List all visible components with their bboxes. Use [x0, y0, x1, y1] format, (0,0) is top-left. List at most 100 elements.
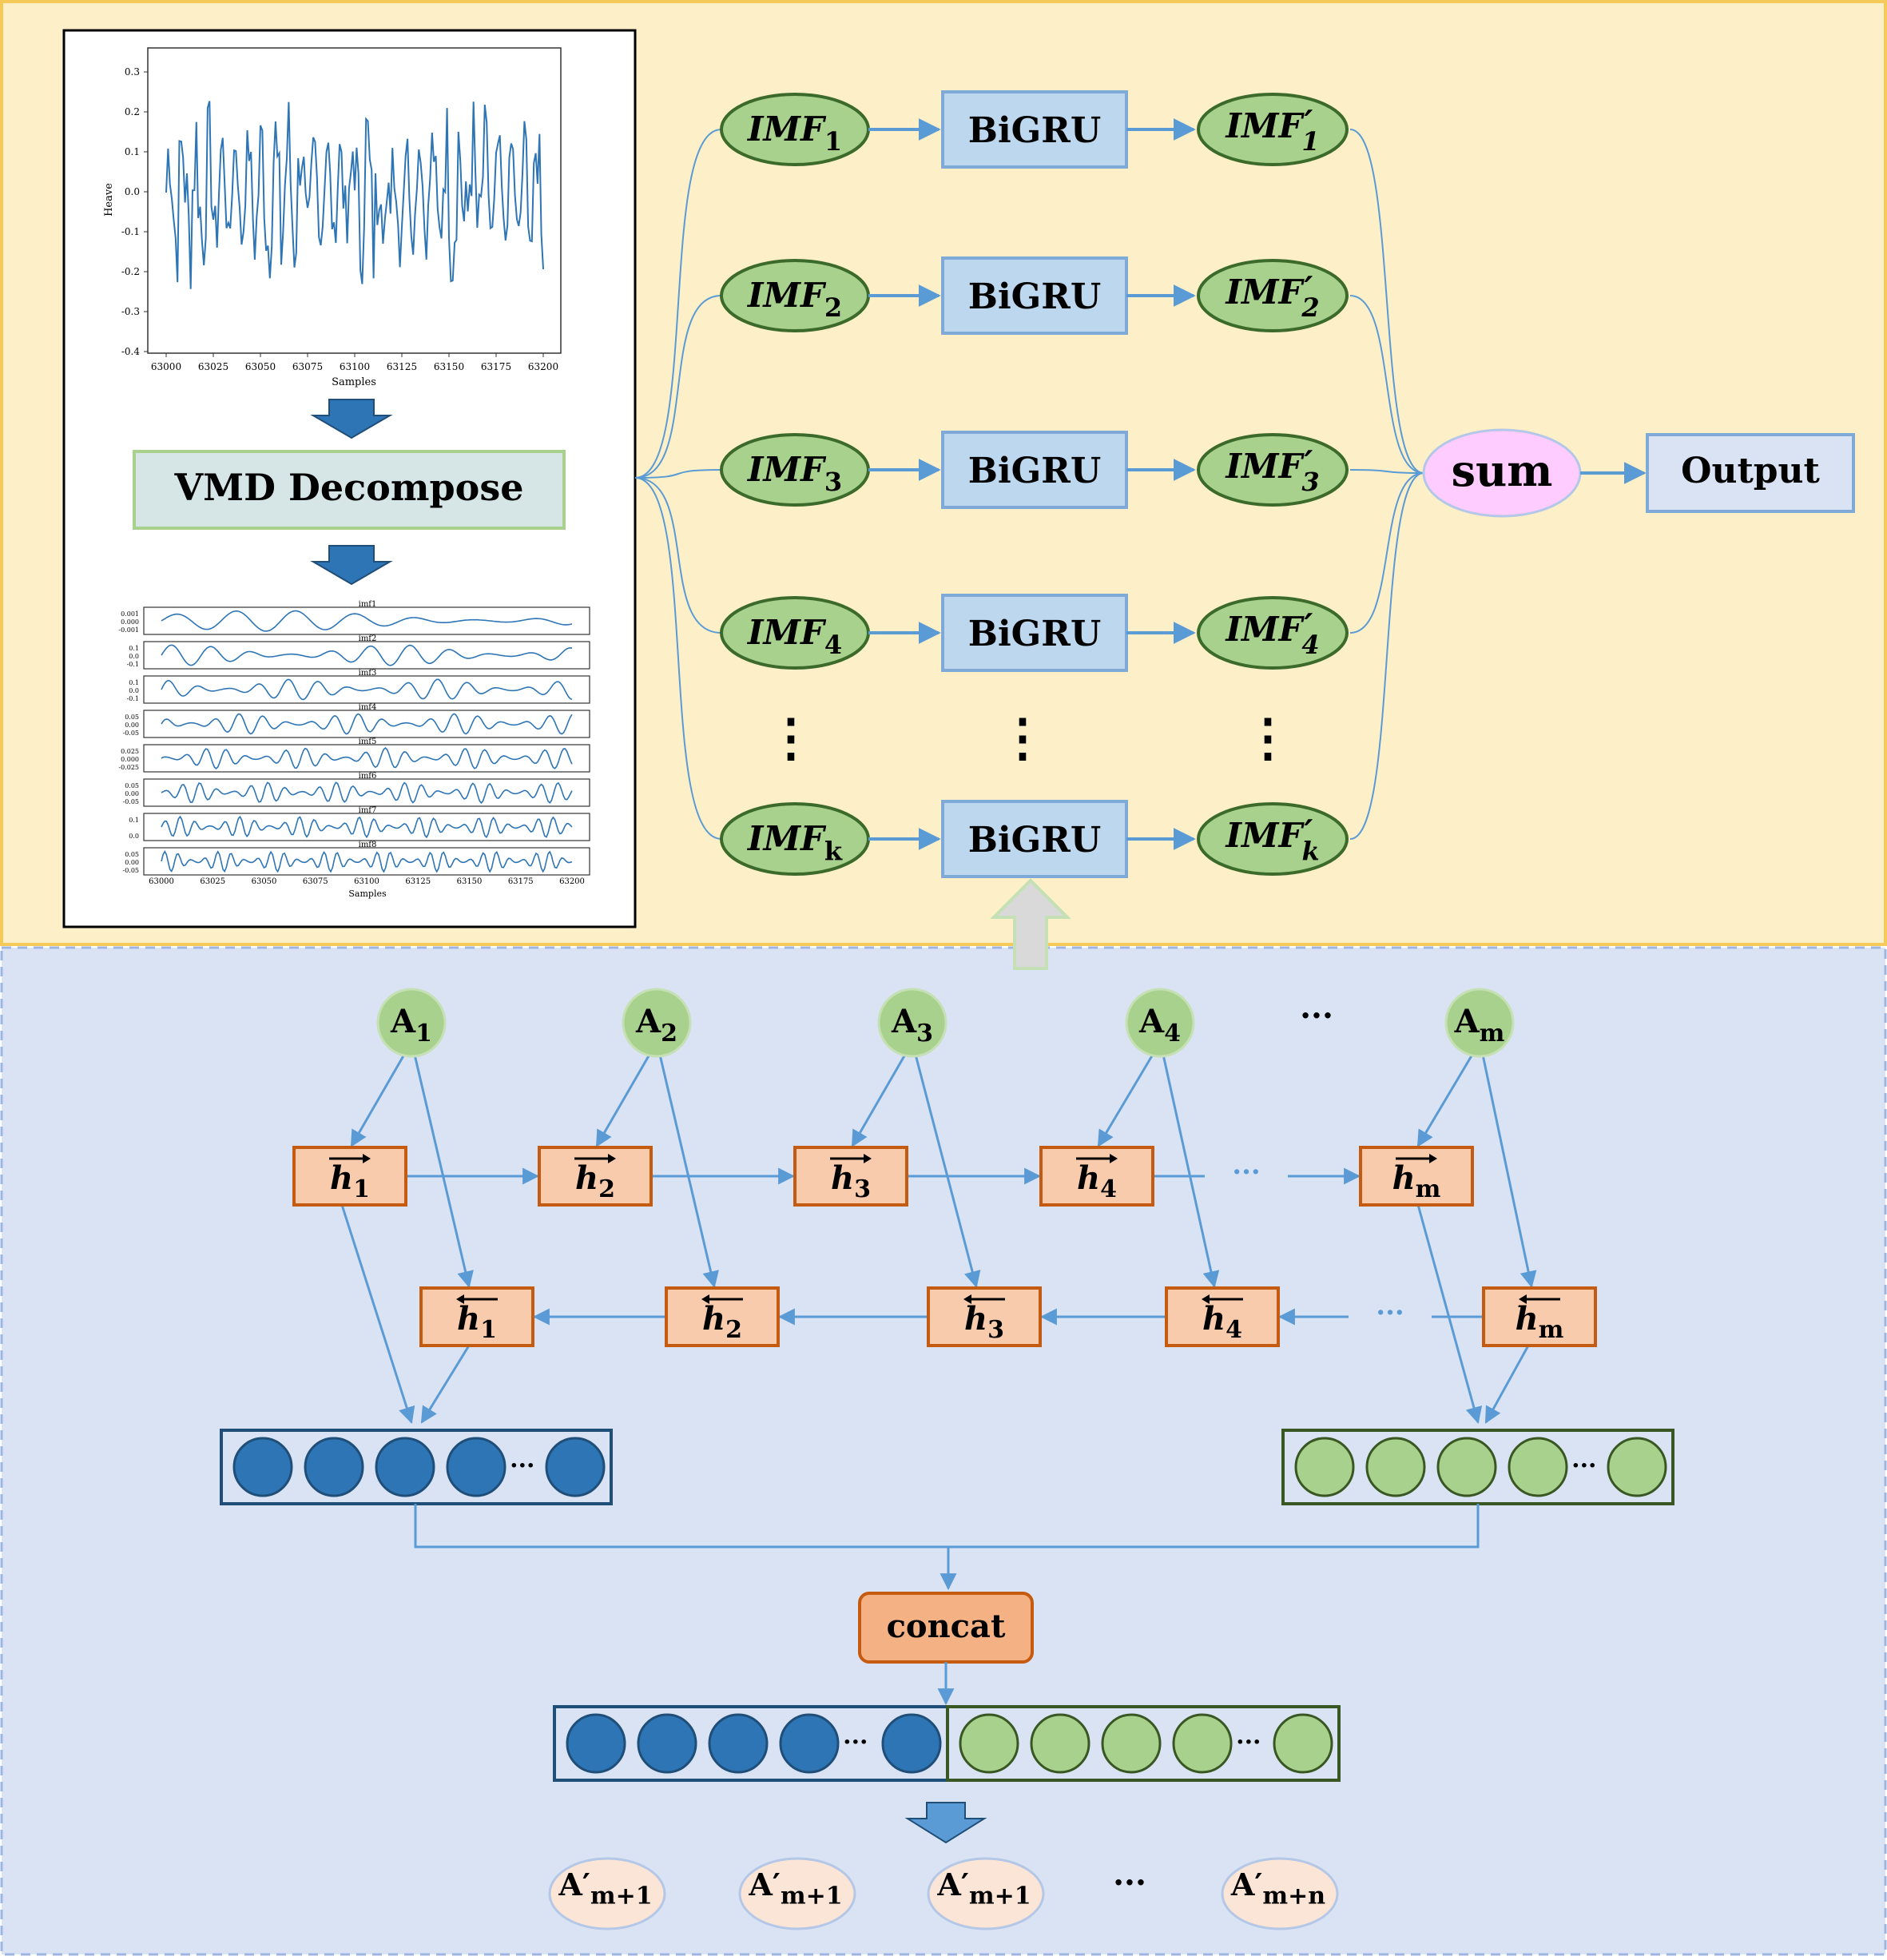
imf-y-tick-label: 0.1: [129, 645, 139, 652]
forward-state-box: [538, 1146, 653, 1207]
imf-x-tick-label: 63050: [252, 877, 277, 886]
right-arrow-icon: [864, 1154, 872, 1163]
vertical-ellipsis: ⋮: [997, 708, 1048, 768]
imf-prime-node: [1197, 596, 1349, 670]
signal-x-tick-label: 63200: [528, 361, 558, 372]
imf-label: IMF4: [747, 613, 842, 660]
right-arrow-icon: [363, 1154, 371, 1163]
forward-state-box: [1039, 1146, 1154, 1207]
signal-plot-area: [147, 47, 562, 354]
output-label-sub: m+1: [781, 1882, 843, 1910]
input-to-backward-arrow: [1481, 1054, 1537, 1289]
down-arrow-icon: [310, 399, 393, 439]
signal-x-tick-label: 63100: [340, 361, 370, 372]
signal-x-tick-label: 63175: [481, 361, 511, 372]
concat-backward-vector-frame: [946, 1705, 1341, 1782]
input-label-sub: 1: [415, 1020, 432, 1048]
imf-x-tick-label: 63125: [405, 877, 431, 886]
output-ellipsis: ···: [1113, 1864, 1146, 1902]
left-arrow-icon: [456, 1294, 464, 1304]
imf-y-tick-label: 0.05: [125, 714, 139, 721]
fan-in-line: [1349, 295, 1424, 474]
backward-state-label: h1: [457, 1300, 497, 1344]
input-to-backward-arrow: [413, 1054, 474, 1289]
imf-x-tick-label: 63100: [354, 877, 379, 886]
backward-vector-ellipsis: ···: [1571, 1452, 1596, 1480]
input-node: [877, 988, 947, 1058]
bigru-label: BiGRU: [968, 614, 1101, 654]
imf-label-sub: k: [824, 836, 843, 866]
input-node: [376, 988, 447, 1058]
imf-label: IMF2: [747, 276, 842, 323]
up-arrow-icon: [990, 878, 1071, 970]
imf-y-tick-label: 0.00: [125, 859, 139, 866]
bigru-box: [941, 90, 1128, 169]
backward-to-vector-arrow: [1484, 1345, 1530, 1424]
output-label: A′m+1: [748, 1867, 842, 1910]
imf-label-base: IMF: [747, 819, 827, 858]
forward-vector-ellipsis: ···: [510, 1452, 534, 1480]
imf-subplot-frame: [143, 606, 590, 635]
backward-state-sub: 2: [725, 1316, 742, 1344]
forward-state-label: h4: [1077, 1159, 1117, 1203]
imf-label-base: IMF: [747, 613, 827, 652]
imf-subplot-title: imf1: [359, 600, 377, 609]
signal-x-tick-label: 63150: [434, 361, 464, 372]
output-node: [927, 1857, 1045, 1930]
imf-prime-label: IMF′4: [1225, 606, 1319, 660]
imf-prime-sub: 2: [1301, 292, 1319, 323]
backward-vector-node: [1607, 1437, 1667, 1497]
fan-in-line: [1349, 129, 1424, 474]
imf-subplot-title: imf8: [359, 841, 377, 849]
signal-y-tick-label: 0.3: [125, 66, 140, 78]
input-label-base: A: [390, 1003, 416, 1040]
imf-prime-node: [1197, 259, 1349, 332]
left-arrow-icon: [963, 1294, 971, 1304]
forward-state-sub: 2: [598, 1175, 615, 1203]
output-label: A′m+1: [936, 1867, 1031, 1910]
backward-state-label: h2: [702, 1300, 742, 1344]
forward-state-label: hm: [1392, 1159, 1441, 1203]
imf-y-tick-label: 0.0: [129, 653, 139, 660]
imf-subplot-frame: [143, 710, 590, 738]
vmd-decompose-box: [133, 450, 566, 530]
input-node: [1125, 988, 1195, 1058]
imf-chart: imf10.0010.000-0.001imf20.10.0-0.1imf30.…: [118, 600, 590, 876]
forward-state-label: h2: [575, 1159, 615, 1203]
fan-in-line: [1349, 472, 1424, 634]
forward-state-sub: m: [1416, 1175, 1441, 1203]
imf-prime-base: IMF: [1225, 106, 1305, 145]
forward-state-box: [1359, 1146, 1474, 1207]
imf-y-tick-label: -0.025: [118, 764, 139, 771]
imf-subplot-title: imf7: [359, 806, 377, 815]
merge-line: [414, 1504, 1480, 1549]
input-node: [1444, 988, 1515, 1058]
forward-state-sub: 3: [854, 1175, 871, 1203]
imf-line: [161, 850, 573, 873]
imf-x-tick-label: 63075: [303, 877, 328, 886]
forward-state-base: h: [1077, 1159, 1100, 1197]
forward-vector-node: [304, 1437, 364, 1497]
backward-state-sub: 1: [480, 1316, 497, 1344]
backward-to-vector-arrow: [420, 1345, 471, 1424]
imf-y-tick-label: -0.1: [127, 695, 139, 702]
backward-state-base: h: [702, 1300, 725, 1338]
backward-state-box: [1482, 1286, 1597, 1347]
input-label-sub: m: [1480, 1020, 1505, 1048]
imf-x-label: Samples: [348, 889, 387, 899]
signal-x-tick-label: 63025: [198, 361, 228, 372]
input-label: A3: [891, 1003, 933, 1048]
imf-prime-base: IMF: [1225, 816, 1305, 855]
input-to-forward-arrow: [851, 1052, 908, 1147]
imf-x-tick-label: 63200: [559, 877, 585, 886]
concat-forward-vector-node: [779, 1713, 840, 1774]
imf-line: [161, 781, 573, 805]
imf-line: [161, 815, 573, 839]
forward-vector-node: [545, 1437, 606, 1497]
signal-y-tick-label: 0.0: [125, 186, 140, 197]
vertical-ellipsis: ⋮: [765, 708, 816, 768]
